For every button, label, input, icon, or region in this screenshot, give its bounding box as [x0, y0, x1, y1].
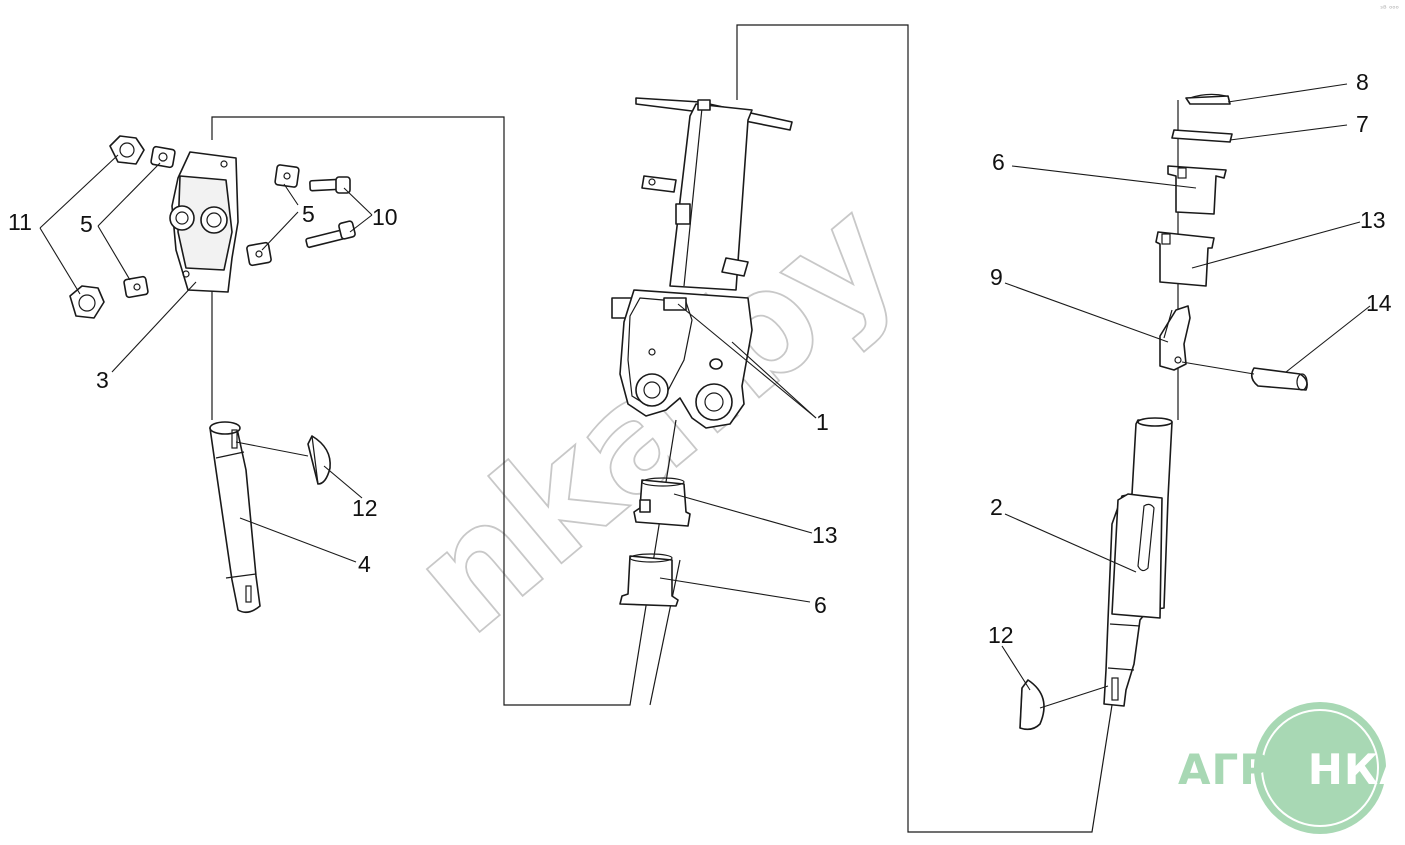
nut-part-11-upper	[109, 135, 145, 165]
bearing-part-6-right	[1167, 165, 1227, 215]
corner-mark: ˢᴮ ᵒᵒᵒ	[1380, 4, 1399, 13]
key-part-12-right	[1019, 679, 1045, 731]
leader-lines	[39, 83, 1371, 709]
plate-part-7	[1171, 129, 1233, 143]
lock-part-9	[1159, 305, 1191, 371]
shaft-part-2	[1103, 417, 1173, 707]
callout-labels: 11 5 5 10 3 12 4 1 13 6 8 7 6 13 9 14 2 …	[8, 69, 1392, 648]
logo-text-part-inside: НКА	[1308, 745, 1405, 794]
callout-12-right: 12	[988, 622, 1014, 648]
plate-part-8	[1185, 93, 1231, 105]
callout-6-center: 6	[814, 592, 827, 618]
callout-13-right: 13	[1360, 207, 1386, 233]
key-part-12-left	[307, 435, 331, 485]
callout-1: 1	[816, 409, 829, 435]
logo-text: АГРОНКА	[1178, 745, 1405, 794]
universal-joint-part-3	[169, 151, 239, 293]
callout-5-left: 5	[80, 211, 93, 237]
bolt-part-10-lower	[305, 220, 356, 249]
washer-part-5-upper	[150, 145, 176, 169]
callout-8: 8	[1356, 69, 1369, 95]
callout-9: 9	[990, 264, 1003, 290]
agronka-logo: АГРОНКА	[1178, 702, 1405, 834]
callout-3: 3	[96, 367, 109, 393]
callout-4: 4	[358, 551, 371, 577]
callout-7: 7	[1356, 111, 1369, 137]
shaft-part-4	[209, 421, 261, 614]
pin-part-14	[1250, 367, 1308, 391]
bearing-part-6-center	[619, 553, 679, 607]
callout-2: 2	[990, 494, 1003, 520]
washer-part-5-right-lower	[246, 241, 272, 267]
washer-part-5-lower	[123, 275, 149, 299]
logo-text-part-outside: АГРО	[1178, 745, 1308, 794]
logo-circle	[1254, 702, 1386, 834]
assembly-connection-lines	[211, 24, 1179, 833]
bushing-part-13-right	[1155, 231, 1215, 287]
bolt-part-10-upper	[309, 176, 351, 194]
callout-12-left: 12	[352, 495, 378, 521]
column-part-1	[611, 97, 793, 429]
callout-13-center: 13	[812, 522, 838, 548]
callout-5-right: 5	[302, 201, 315, 227]
callout-14: 14	[1366, 290, 1392, 316]
bushing-part-13-center	[633, 477, 691, 527]
nut-part-11-lower	[69, 285, 105, 319]
callout-11: 11	[8, 209, 32, 235]
callout-6-right: 6	[992, 149, 1005, 175]
washer-part-5-right-upper	[274, 164, 300, 188]
callout-10: 10	[372, 204, 398, 230]
